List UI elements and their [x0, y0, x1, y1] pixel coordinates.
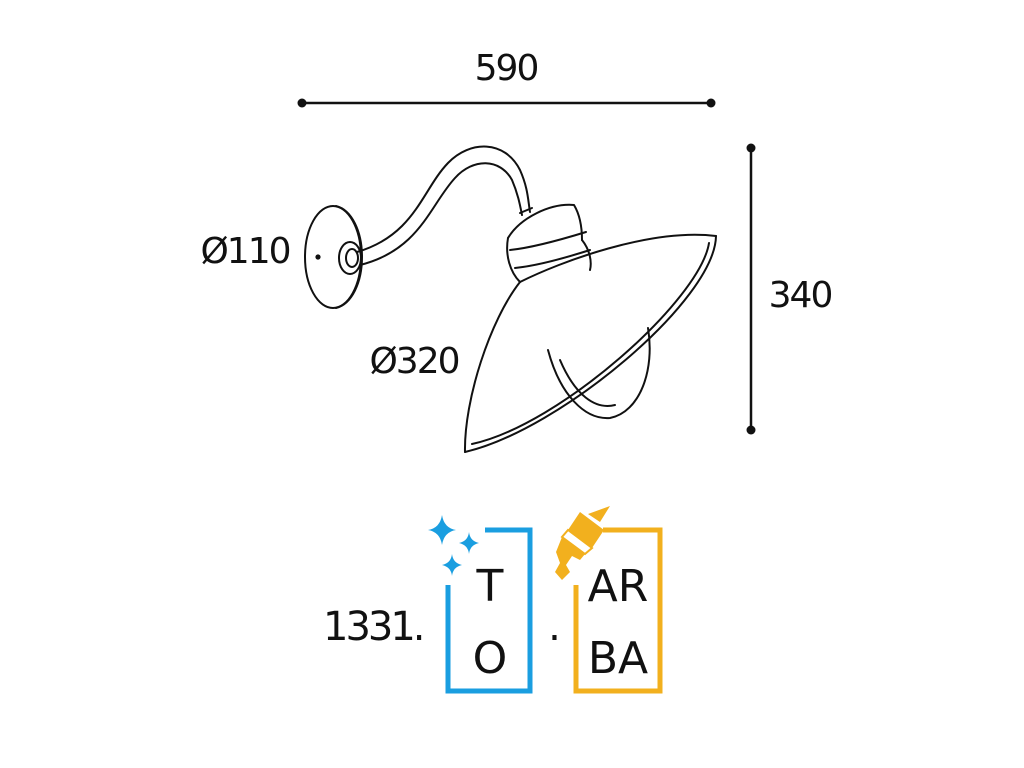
finish-group-frame — [445, 527, 533, 694]
product-code: 1331. T O . AR BA — [323, 506, 663, 694]
shade-diameter-label: Ø320 — [369, 341, 458, 382]
lamp-shade — [463, 233, 717, 453]
color-group: AR BA — [555, 506, 663, 694]
code-prefix: 1331. — [323, 604, 423, 650]
finish-line-2: O — [473, 633, 508, 684]
finish-line-1: T — [476, 561, 504, 612]
shade-collar — [506, 203, 592, 283]
width-label: 590 — [475, 48, 538, 89]
wall-base-plate — [304, 205, 363, 309]
sparkle-icon — [428, 515, 479, 576]
height-label: 340 — [769, 275, 832, 316]
glass-globe — [547, 327, 651, 420]
code-separator: . — [548, 604, 558, 650]
base-diameter-label: Ø110 — [200, 231, 289, 272]
color-line-1: AR — [588, 561, 649, 612]
color-group-frame — [573, 527, 663, 694]
lamp-drawing — [304, 145, 717, 453]
height-dimension: 340 — [746, 143, 833, 435]
paintbrush-icon — [555, 506, 610, 580]
finish-group: T O — [428, 515, 533, 694]
gooseneck-arm — [356, 145, 531, 266]
width-dimension: 590 — [297, 48, 716, 108]
color-line-2: BA — [588, 633, 648, 684]
